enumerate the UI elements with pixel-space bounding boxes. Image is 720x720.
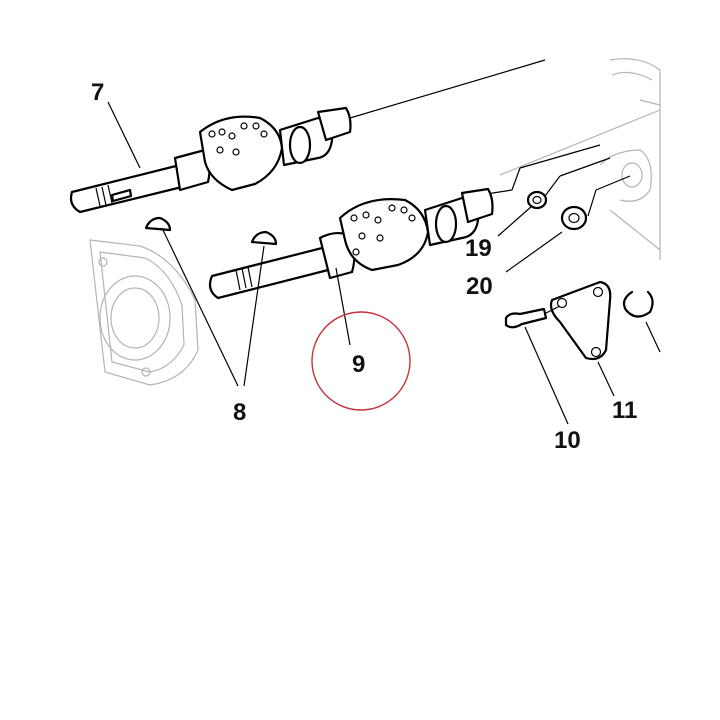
- bolt-10: [504, 305, 561, 329]
- camshaft-7: [69, 59, 546, 214]
- callout-8: 8: [233, 399, 246, 426]
- engine-block-ghost: [499, 58, 661, 260]
- circlip: [622, 290, 654, 318]
- washer-20: [560, 175, 631, 231]
- callout-7: 7: [91, 79, 104, 106]
- highlight-circle: [311, 311, 411, 411]
- callout-11: 11: [612, 397, 637, 424]
- callout-20: 20: [466, 273, 493, 300]
- camshaft-9: [208, 144, 601, 300]
- woodruff-keys-8: [144, 216, 278, 246]
- plate-11: [549, 280, 612, 361]
- housing-cover-ghost: [89, 239, 199, 386]
- callout-10: 10: [554, 427, 581, 454]
- washer-19: [526, 157, 611, 210]
- callout-19: 19: [465, 235, 492, 262]
- callout-9: 9: [352, 351, 365, 378]
- leader-lines: [107, 101, 661, 425]
